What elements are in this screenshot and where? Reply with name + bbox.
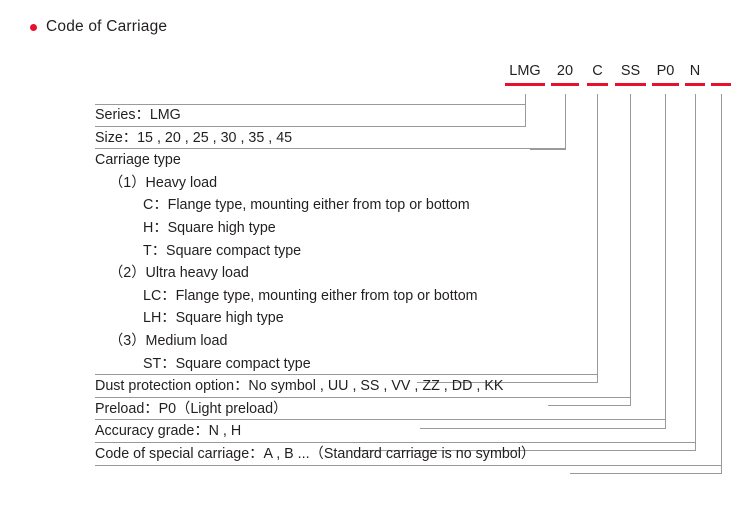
row-rule — [95, 374, 598, 376]
code-segment-underline — [551, 83, 579, 86]
connector-special-carriage-horizontal — [570, 473, 722, 474]
row-item-label: H：Square high type — [143, 219, 276, 236]
row-group1-label: （1）Heavy load — [109, 174, 218, 191]
row-accuracy-grade: Accuracy grade：N , H — [95, 420, 735, 443]
row-item-label: T：Square compact type — [143, 242, 302, 259]
row-accuracy-grade-label: Accuracy grade：N , H — [95, 423, 242, 440]
page-title-label: Code of Carriage — [46, 18, 168, 35]
row-special-carriage: Code of special carriage：A , B ...（Stand… — [95, 443, 735, 466]
row-special-carriage-label: Code of special carriage：A , B ...（Stand… — [95, 445, 536, 462]
connector-carriage-type-vertical — [597, 94, 598, 382]
row-size-label: Size：15 , 20 , 25 , 30 , 35 , 45 — [95, 129, 293, 146]
row-group2-item-lc: LC：Flange type, mounting either from top… — [95, 285, 735, 308]
row-group2-label: （2）Ultra heavy load — [109, 265, 249, 282]
bullet-icon — [30, 23, 37, 31]
row-group3-label: （3）Medium load — [109, 332, 228, 349]
row-rule — [95, 104, 525, 105]
code-segment-label: P0 — [656, 63, 675, 79]
row-group1-item-c: C：Flange type, mounting either from top … — [95, 194, 735, 217]
connector-carriage-type-horizontal — [417, 382, 598, 383]
row-size: Size：15 , 20 , 25 , 30 , 35 , 45 — [95, 127, 735, 150]
row-rule — [95, 148, 565, 150]
connector-dust-protection-vertical — [630, 94, 631, 405]
connector-accuracy-grade-horizontal — [353, 450, 696, 451]
connector-size-vertical — [565, 94, 566, 149]
connector-size-horizontal — [530, 149, 566, 150]
code-string: LMG 20 C SS P0 N — [0, 62, 744, 94]
code-segment-size: 20 — [551, 62, 579, 86]
code-segment-underline — [711, 83, 731, 86]
row-item-label: LH：Square high type — [143, 310, 284, 327]
code-segment-label: 20 — [556, 63, 574, 79]
row-group1: （1）Heavy load — [95, 172, 735, 195]
code-segment-underline — [685, 83, 705, 86]
row-series-label: Series：LMG — [95, 107, 181, 123]
connector-dust-protection-horizontal — [548, 405, 631, 406]
row-rule — [95, 125, 525, 127]
code-segment-special-carriage — [711, 62, 731, 86]
row-rule — [95, 396, 631, 398]
connector-preload-horizontal — [420, 428, 666, 429]
code-segment-label: SS — [620, 63, 641, 79]
connector-accuracy-grade-vertical — [695, 94, 696, 450]
code-segment-label: C — [592, 63, 603, 79]
row-carriage-type-title: Carriage type — [95, 149, 735, 172]
row-rule — [95, 419, 666, 421]
code-segment-underline — [652, 83, 679, 86]
code-segment-underline — [587, 83, 608, 86]
row-group2-item-lh: LH：Square high type — [95, 307, 735, 330]
row-series: Series：LMG — [95, 104, 735, 127]
row-group1-item-h: H：Square high type — [95, 217, 735, 240]
code-segment-label: LMG — [509, 63, 541, 79]
row-preload: Preload：P0（Light preload） — [95, 398, 735, 421]
page-title: Code of Carriage — [30, 18, 167, 36]
code-segment-carriage-type: C — [587, 62, 608, 86]
row-group1-item-t: T：Square compact type — [95, 240, 735, 263]
row-group2: （2）Ultra heavy load — [95, 262, 735, 285]
row-group3: （3）Medium load — [95, 330, 735, 353]
connector-series-vertical — [525, 94, 526, 126]
row-preload-label: Preload：P0（Light preload） — [95, 400, 288, 417]
description-rows: Series：LMG Size：15 , 20 , 25 , 30 , 35 ,… — [95, 104, 735, 466]
row-rule — [95, 441, 696, 443]
row-group3-item-st: ST：Square compact type — [95, 353, 735, 376]
row-dust-protection-label: Dust protection option：No symbol , UU , … — [95, 378, 504, 395]
code-segment-label — [711, 62, 731, 80]
connector-special-carriage-vertical — [721, 94, 722, 473]
row-rule — [95, 464, 722, 466]
code-segment-dust-protection: SS — [615, 62, 646, 86]
code-segment-series: LMG — [505, 62, 545, 86]
code-segment-preload: P0 — [652, 62, 679, 86]
code-segment-underline — [615, 83, 646, 86]
connector-preload-vertical — [665, 94, 666, 428]
row-carriage-type-label: Carriage type — [95, 152, 181, 169]
row-item-label: C：Flange type, mounting either from top … — [143, 197, 470, 214]
row-item-label: LC：Flange type, mounting either from top… — [143, 287, 478, 304]
code-segment-underline — [505, 83, 545, 86]
code-segment-accuracy-grade: N — [685, 62, 705, 86]
code-segment-label: N — [689, 63, 701, 79]
row-item-label: ST：Square compact type — [143, 355, 311, 372]
row-dust-protection: Dust protection option：No symbol , UU , … — [95, 375, 735, 398]
